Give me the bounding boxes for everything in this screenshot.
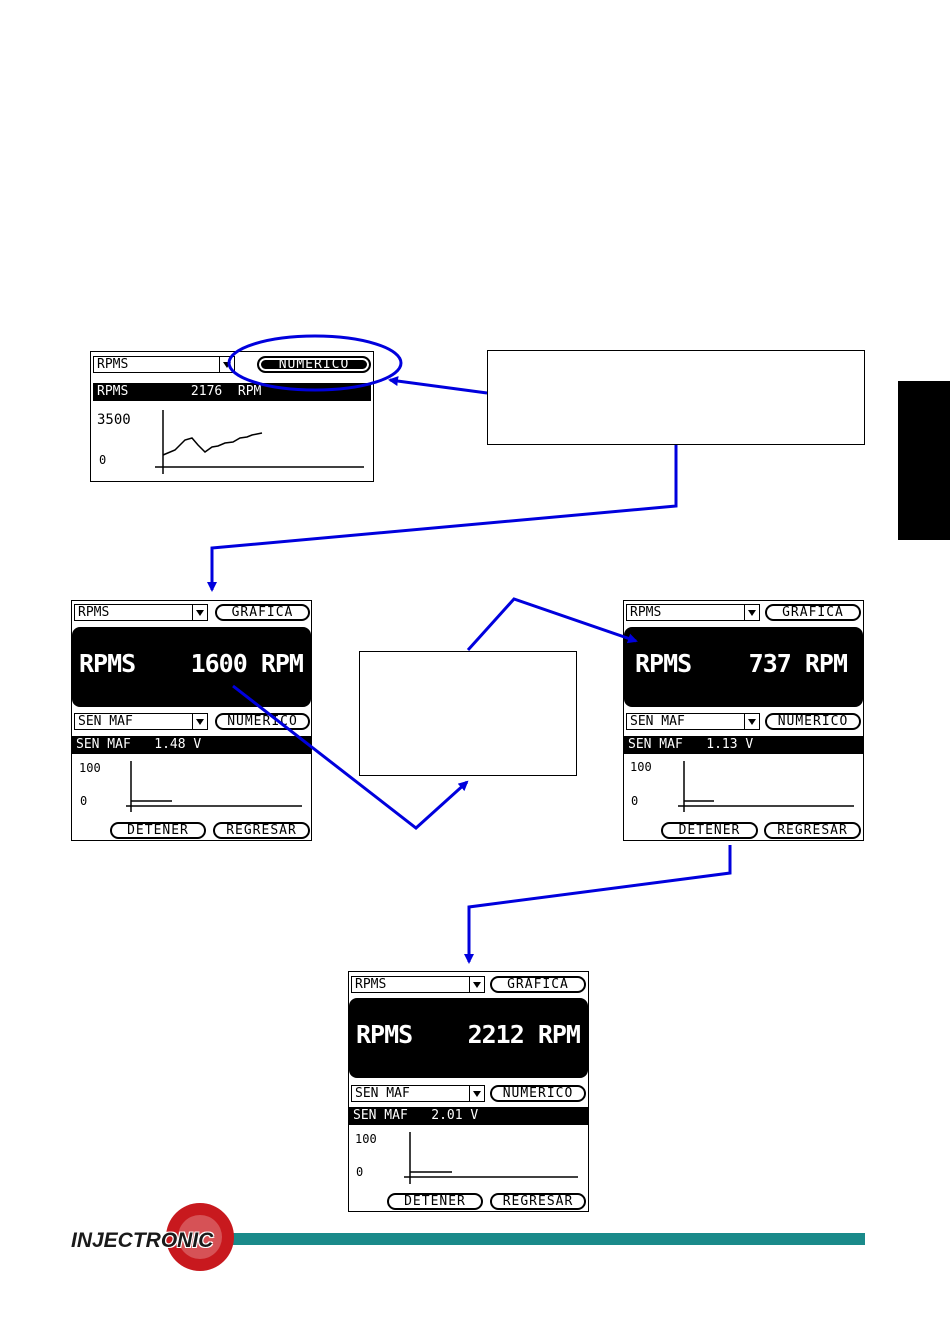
injectronic-logo: INJECTRONIC xyxy=(71,1229,214,1252)
grafica-button[interactable]: GRAFICA xyxy=(490,976,586,993)
parameter-dropdown[interactable]: RPMS xyxy=(74,604,208,621)
annotation-box-top xyxy=(487,350,865,445)
chevron-down-icon[interactable] xyxy=(192,605,207,620)
logo-circle xyxy=(166,1203,234,1271)
y-min-label: 0 xyxy=(99,453,107,467)
parameter-dropdown[interactable]: RPMS xyxy=(351,976,485,993)
annotation-box-middle xyxy=(359,651,577,776)
dropdown-value: RPMS xyxy=(97,357,129,372)
reading-bar: SEN MAF 1.48 V xyxy=(72,736,311,754)
regresar-button[interactable]: REGRESAR xyxy=(764,822,861,839)
graph-right xyxy=(678,761,854,812)
chevron-down-icon[interactable] xyxy=(744,714,759,729)
side-tab xyxy=(898,381,950,540)
big-readout: RPMS 737 RPM xyxy=(624,627,863,707)
big-readout-value: 2212 RPM xyxy=(467,1020,581,1049)
y-max-label: 100 xyxy=(630,760,652,774)
parameter-dropdown-2[interactable]: SEN MAF xyxy=(626,713,760,730)
screen-right: RPMS GRAFICA RPMS 737 RPM SEN MAF NUMERI… xyxy=(623,600,864,841)
graph-bottom xyxy=(404,1132,578,1184)
numerico-button[interactable]: NUMERICO xyxy=(765,713,861,730)
arrow-to-left-screen xyxy=(207,445,678,592)
dropdown-value: RPMS xyxy=(630,605,662,620)
reading-bar: SEN MAF 2.01 V xyxy=(349,1107,588,1125)
y-min-label: 0 xyxy=(631,794,639,808)
dropdown-value: SEN MAF xyxy=(78,714,133,729)
big-readout: RPMS 1600 RPM xyxy=(72,627,311,707)
y-min-label: 0 xyxy=(356,1165,364,1179)
screen-left: RPMS GRAFICA RPMS 1600 RPM SEN MAF NUMER… xyxy=(71,600,312,841)
regresar-button[interactable]: REGRESAR xyxy=(213,822,310,839)
y-max-label: 100 xyxy=(79,761,101,775)
numerico-button[interactable]: NUMERICO xyxy=(257,356,371,373)
screen-bottom: RPMS GRAFICA RPMS 2212 RPM SEN MAF NUMER… xyxy=(348,971,589,1212)
big-readout-label: RPMS xyxy=(79,649,136,678)
detener-button[interactable]: DETENER xyxy=(110,822,206,839)
chevron-down-icon[interactable] xyxy=(469,1086,484,1101)
y-max-label: 3500 xyxy=(97,412,131,428)
grafica-button[interactable]: GRAFICA xyxy=(215,604,310,621)
arrow-to-right-screen xyxy=(466,597,638,652)
screen-top: RPMS NUMERICO RPMS 2176 RPM 3500 0 xyxy=(90,351,374,482)
regresar-button[interactable]: REGRESAR xyxy=(490,1193,586,1210)
highlight-ellipse xyxy=(227,334,403,392)
dropdown-value: RPMS xyxy=(355,977,387,992)
arrow-from-left-reading xyxy=(232,684,469,830)
grafica-button[interactable]: GRAFICA xyxy=(765,604,861,621)
reading-bar: RPMS 2176 RPM xyxy=(93,383,371,401)
detener-button[interactable]: DETENER xyxy=(661,822,758,839)
big-readout-value: 737 RPM xyxy=(748,649,848,678)
numerico-button[interactable]: NUMERICO xyxy=(490,1085,586,1102)
y-min-label: 0 xyxy=(80,794,88,808)
chevron-down-icon[interactable] xyxy=(744,605,759,620)
dropdown-value: SEN MAF xyxy=(630,714,685,729)
arrow-to-ellipse xyxy=(388,376,488,395)
parameter-dropdown[interactable]: RPMS xyxy=(626,604,760,621)
parameter-dropdown[interactable]: RPMS xyxy=(93,356,235,373)
big-readout-value: 1600 RPM xyxy=(190,649,304,678)
footer-accent-line xyxy=(232,1233,865,1245)
dropdown-value: RPMS xyxy=(78,605,110,620)
big-readout-label: RPMS xyxy=(635,649,692,678)
chevron-down-icon[interactable] xyxy=(469,977,484,992)
big-readout-label: RPMS xyxy=(356,1020,413,1049)
graph-top xyxy=(155,410,364,474)
reading-bar: SEN MAF 1.13 V xyxy=(624,736,863,754)
detener-button[interactable]: DETENER xyxy=(387,1193,483,1210)
parameter-dropdown-2[interactable]: SEN MAF xyxy=(351,1085,485,1102)
big-readout: RPMS 2212 RPM xyxy=(349,998,588,1078)
parameter-dropdown-2[interactable]: SEN MAF xyxy=(74,713,208,730)
chevron-down-icon[interactable] xyxy=(192,714,207,729)
dropdown-value: SEN MAF xyxy=(355,1086,410,1101)
graph-left xyxy=(126,761,302,812)
y-max-label: 100 xyxy=(355,1132,377,1146)
arrow-to-bottom-screen xyxy=(464,845,732,964)
chevron-down-icon[interactable] xyxy=(219,357,234,372)
